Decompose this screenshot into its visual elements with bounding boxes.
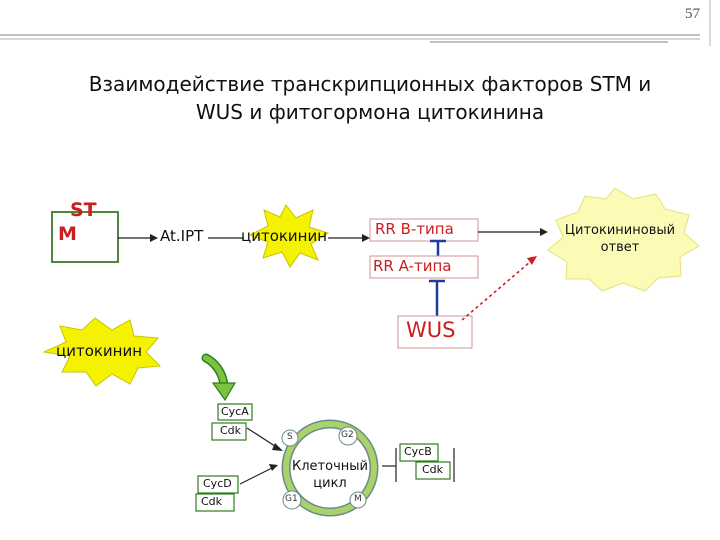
cytokinin-starburst-left xyxy=(42,317,162,387)
cyca-cdk-box xyxy=(211,422,247,441)
cell-cycle-line1: Клеточный xyxy=(292,459,368,474)
cycb-cdk-box xyxy=(415,461,451,480)
cycb-box xyxy=(399,443,439,462)
cell-cycle-label: Клеточный цикл xyxy=(282,458,378,492)
arrow-cyca-cycle xyxy=(246,427,279,449)
cyca-label: CycA xyxy=(221,405,249,418)
cytokinin-starburst-top xyxy=(248,204,330,268)
phase-s-marker xyxy=(281,429,299,447)
rra-label: RR A-типа xyxy=(373,257,452,275)
phase-g1-label: G1 xyxy=(285,494,298,504)
cycd-label: CycD xyxy=(203,477,232,490)
response-starburst xyxy=(547,187,700,292)
arrow-rrb-response-head xyxy=(540,228,548,236)
cycb-label: CycB xyxy=(404,445,432,458)
arrow-cyca-cycle-head xyxy=(272,443,283,451)
phase-g2-marker xyxy=(338,426,358,446)
rrb-box xyxy=(369,218,479,242)
cell-cycle-ring-inner xyxy=(283,421,377,515)
cycb-cdk-label: Cdk xyxy=(422,463,444,476)
curved-arrow-head xyxy=(211,382,237,402)
page-number: 57 xyxy=(685,6,700,22)
cell-cycle-line2: цикл xyxy=(313,476,347,491)
arrow-cytokinin-rrb-head xyxy=(362,234,370,242)
cytokinin-left-label: цитокинин xyxy=(56,342,143,360)
response-line1: Цитокининовый xyxy=(564,223,676,238)
atipt-label: At.IPT xyxy=(160,227,204,245)
phase-s-label: S xyxy=(287,432,293,442)
slide-title-line2: WUS и фитогормона цитокинина xyxy=(195,100,545,124)
rra-box xyxy=(369,255,479,279)
arrow-cycd-cycle xyxy=(239,467,273,485)
phase-m-marker xyxy=(349,491,367,509)
slide-title-line1: Взаимодействие транскрипционных факторов… xyxy=(88,72,652,96)
phase-m-label: M xyxy=(354,494,362,504)
wus-box xyxy=(397,315,473,349)
stm-label-line2: M xyxy=(58,223,77,245)
cyca-box xyxy=(217,403,253,421)
cyca-cdk-label: Cdk xyxy=(220,424,242,437)
arrow-wus-response-head xyxy=(527,256,537,265)
cycd-cdk-box xyxy=(195,493,235,512)
arrow-cycd-cycle-head xyxy=(269,464,278,471)
wus-label: WUS xyxy=(406,318,456,342)
rrb-label: RR B-типа xyxy=(375,220,454,238)
arrow-stm-atipt-head xyxy=(150,234,158,242)
stm-box xyxy=(51,211,119,263)
phase-g1-marker xyxy=(282,490,302,510)
cycd-cdk-label: Cdk xyxy=(201,495,223,508)
cycd-box xyxy=(197,475,239,494)
phase-g2-label: G2 xyxy=(341,430,354,440)
stm-label-line1: ST xyxy=(70,199,97,221)
arrow-wus-response xyxy=(461,261,531,321)
cytokinin-top-label: цитокинин xyxy=(241,227,328,245)
cytokinin-response-label: Цитокининовый ответ xyxy=(560,222,680,256)
slide-title: Взаимодействие транскрипционных факторов… xyxy=(30,70,710,126)
response-line2: ответ xyxy=(600,240,640,255)
